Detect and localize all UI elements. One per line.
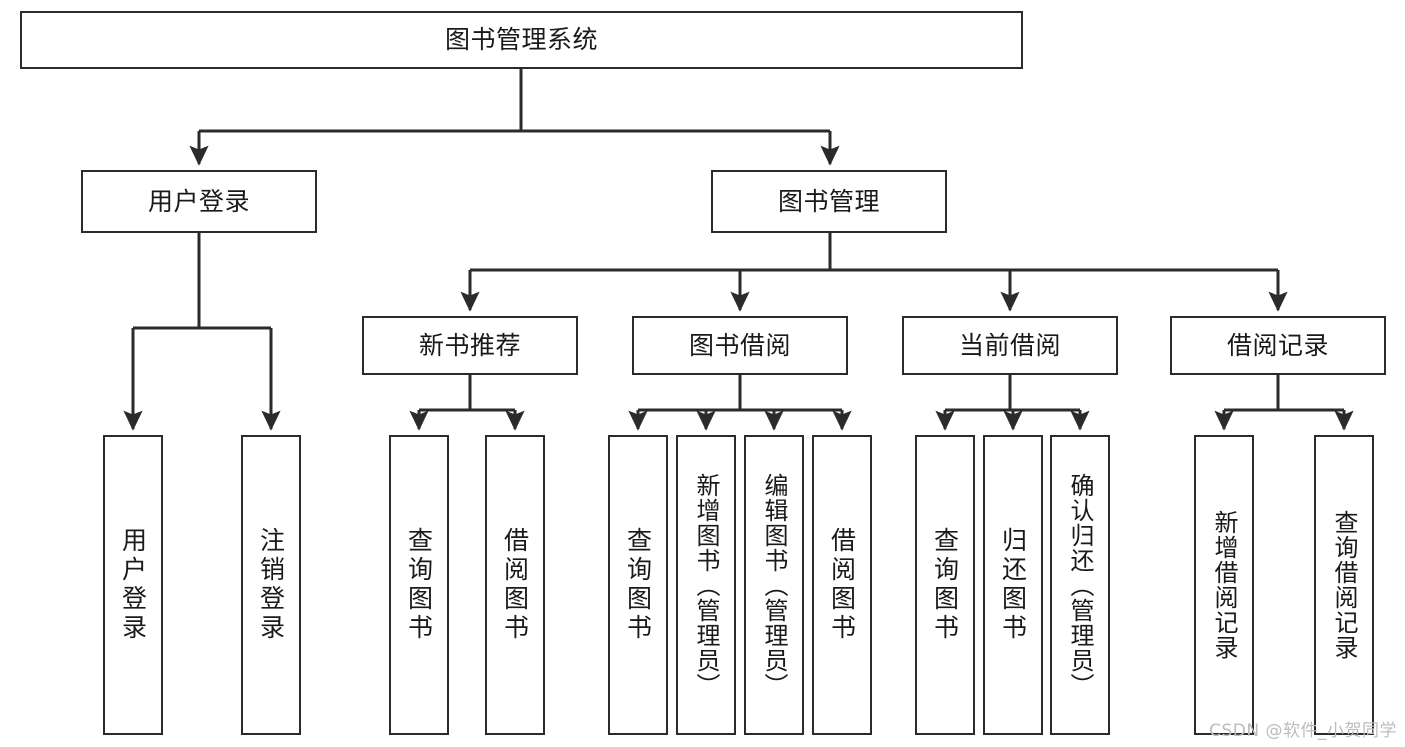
node-borrow-record[interactable]: 借阅记录 <box>1170 316 1386 375</box>
node-leaf-user-login[interactable]: 用户登录 <box>103 435 163 735</box>
node-root[interactable]: 图书管理系统 <box>20 11 1023 69</box>
node-leaf-query-book-2-label: 查询图书 <box>623 527 653 643</box>
node-new-book-recommend-label: 新书推荐 <box>418 330 521 360</box>
node-current-borrow-label: 当前借阅 <box>958 330 1061 360</box>
node-leaf-add-book-label: 新增图书（管理员） <box>692 472 720 698</box>
node-leaf-add-record-label: 新增借阅记录 <box>1210 510 1238 660</box>
node-leaf-borrow-book-2[interactable]: 借阅图书 <box>812 435 872 735</box>
node-leaf-query-book-1[interactable]: 查询图书 <box>389 435 449 735</box>
node-book-borrow-label: 图书借阅 <box>688 330 791 360</box>
node-leaf-confirm-return-label: 确认归还（管理员） <box>1066 472 1094 698</box>
node-book-borrow[interactable]: 图书借阅 <box>632 316 848 375</box>
node-leaf-borrow-book-2-label: 借阅图书 <box>827 527 857 643</box>
node-leaf-add-book[interactable]: 新增图书（管理员） <box>676 435 736 735</box>
node-book-manage[interactable]: 图书管理 <box>711 170 947 233</box>
node-leaf-query-book-1-label: 查询图书 <box>404 527 434 643</box>
node-user-login[interactable]: 用户登录 <box>81 170 317 233</box>
node-root-label: 图书管理系统 <box>444 25 598 54</box>
node-borrow-record-label: 借阅记录 <box>1226 330 1329 360</box>
node-leaf-return-book[interactable]: 归还图书 <box>983 435 1043 735</box>
node-user-login-label: 用户登录 <box>147 186 250 216</box>
node-leaf-query-book-2[interactable]: 查询图书 <box>608 435 668 735</box>
node-leaf-borrow-book-1[interactable]: 借阅图书 <box>485 435 545 735</box>
node-leaf-query-record[interactable]: 查询借阅记录 <box>1314 435 1374 735</box>
node-leaf-query-book-3[interactable]: 查询图书 <box>915 435 975 735</box>
node-leaf-confirm-return[interactable]: 确认归还（管理员） <box>1050 435 1110 735</box>
node-leaf-edit-book-label: 编辑图书（管理员） <box>760 472 788 698</box>
node-leaf-return-book-label: 归还图书 <box>998 527 1028 643</box>
node-leaf-user-login-label: 用户登录 <box>118 527 148 643</box>
watermark-text: CSDN @软件_小贺同学 <box>1209 721 1397 741</box>
node-leaf-query-book-3-label: 查询图书 <box>930 527 960 643</box>
node-leaf-user-logout[interactable]: 注销登录 <box>241 435 301 735</box>
node-new-book-recommend[interactable]: 新书推荐 <box>362 316 578 375</box>
node-leaf-user-logout-label: 注销登录 <box>256 527 286 643</box>
node-current-borrow[interactable]: 当前借阅 <box>902 316 1118 375</box>
node-book-manage-label: 图书管理 <box>777 186 880 216</box>
node-leaf-borrow-book-1-label: 借阅图书 <box>500 527 530 643</box>
node-leaf-query-record-label: 查询借阅记录 <box>1330 510 1358 660</box>
node-leaf-add-record[interactable]: 新增借阅记录 <box>1194 435 1254 735</box>
node-leaf-edit-book[interactable]: 编辑图书（管理员） <box>744 435 804 735</box>
